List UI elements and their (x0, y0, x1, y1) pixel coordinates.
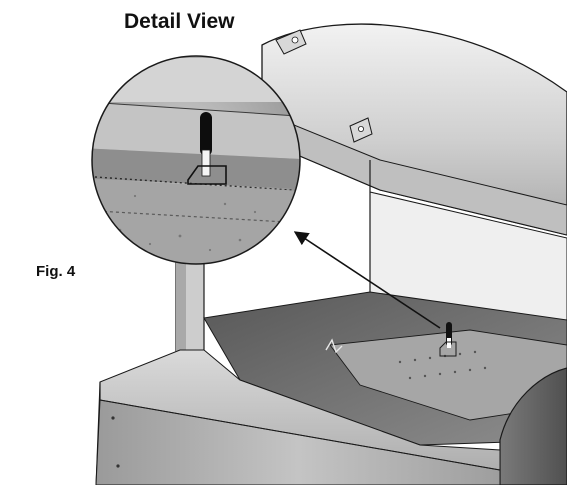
front-body (95, 349, 501, 486)
lid-bracket-top (275, 29, 307, 55)
detail-view-title: Detail View (124, 10, 235, 33)
firebox-drum (499, 367, 567, 486)
open-lid (261, 23, 567, 331)
pin-assembly (439, 322, 457, 357)
figure-label: Fig. 4 (36, 263, 76, 280)
detail-arrow (293, 231, 441, 329)
lid-bracket-side (349, 117, 373, 143)
